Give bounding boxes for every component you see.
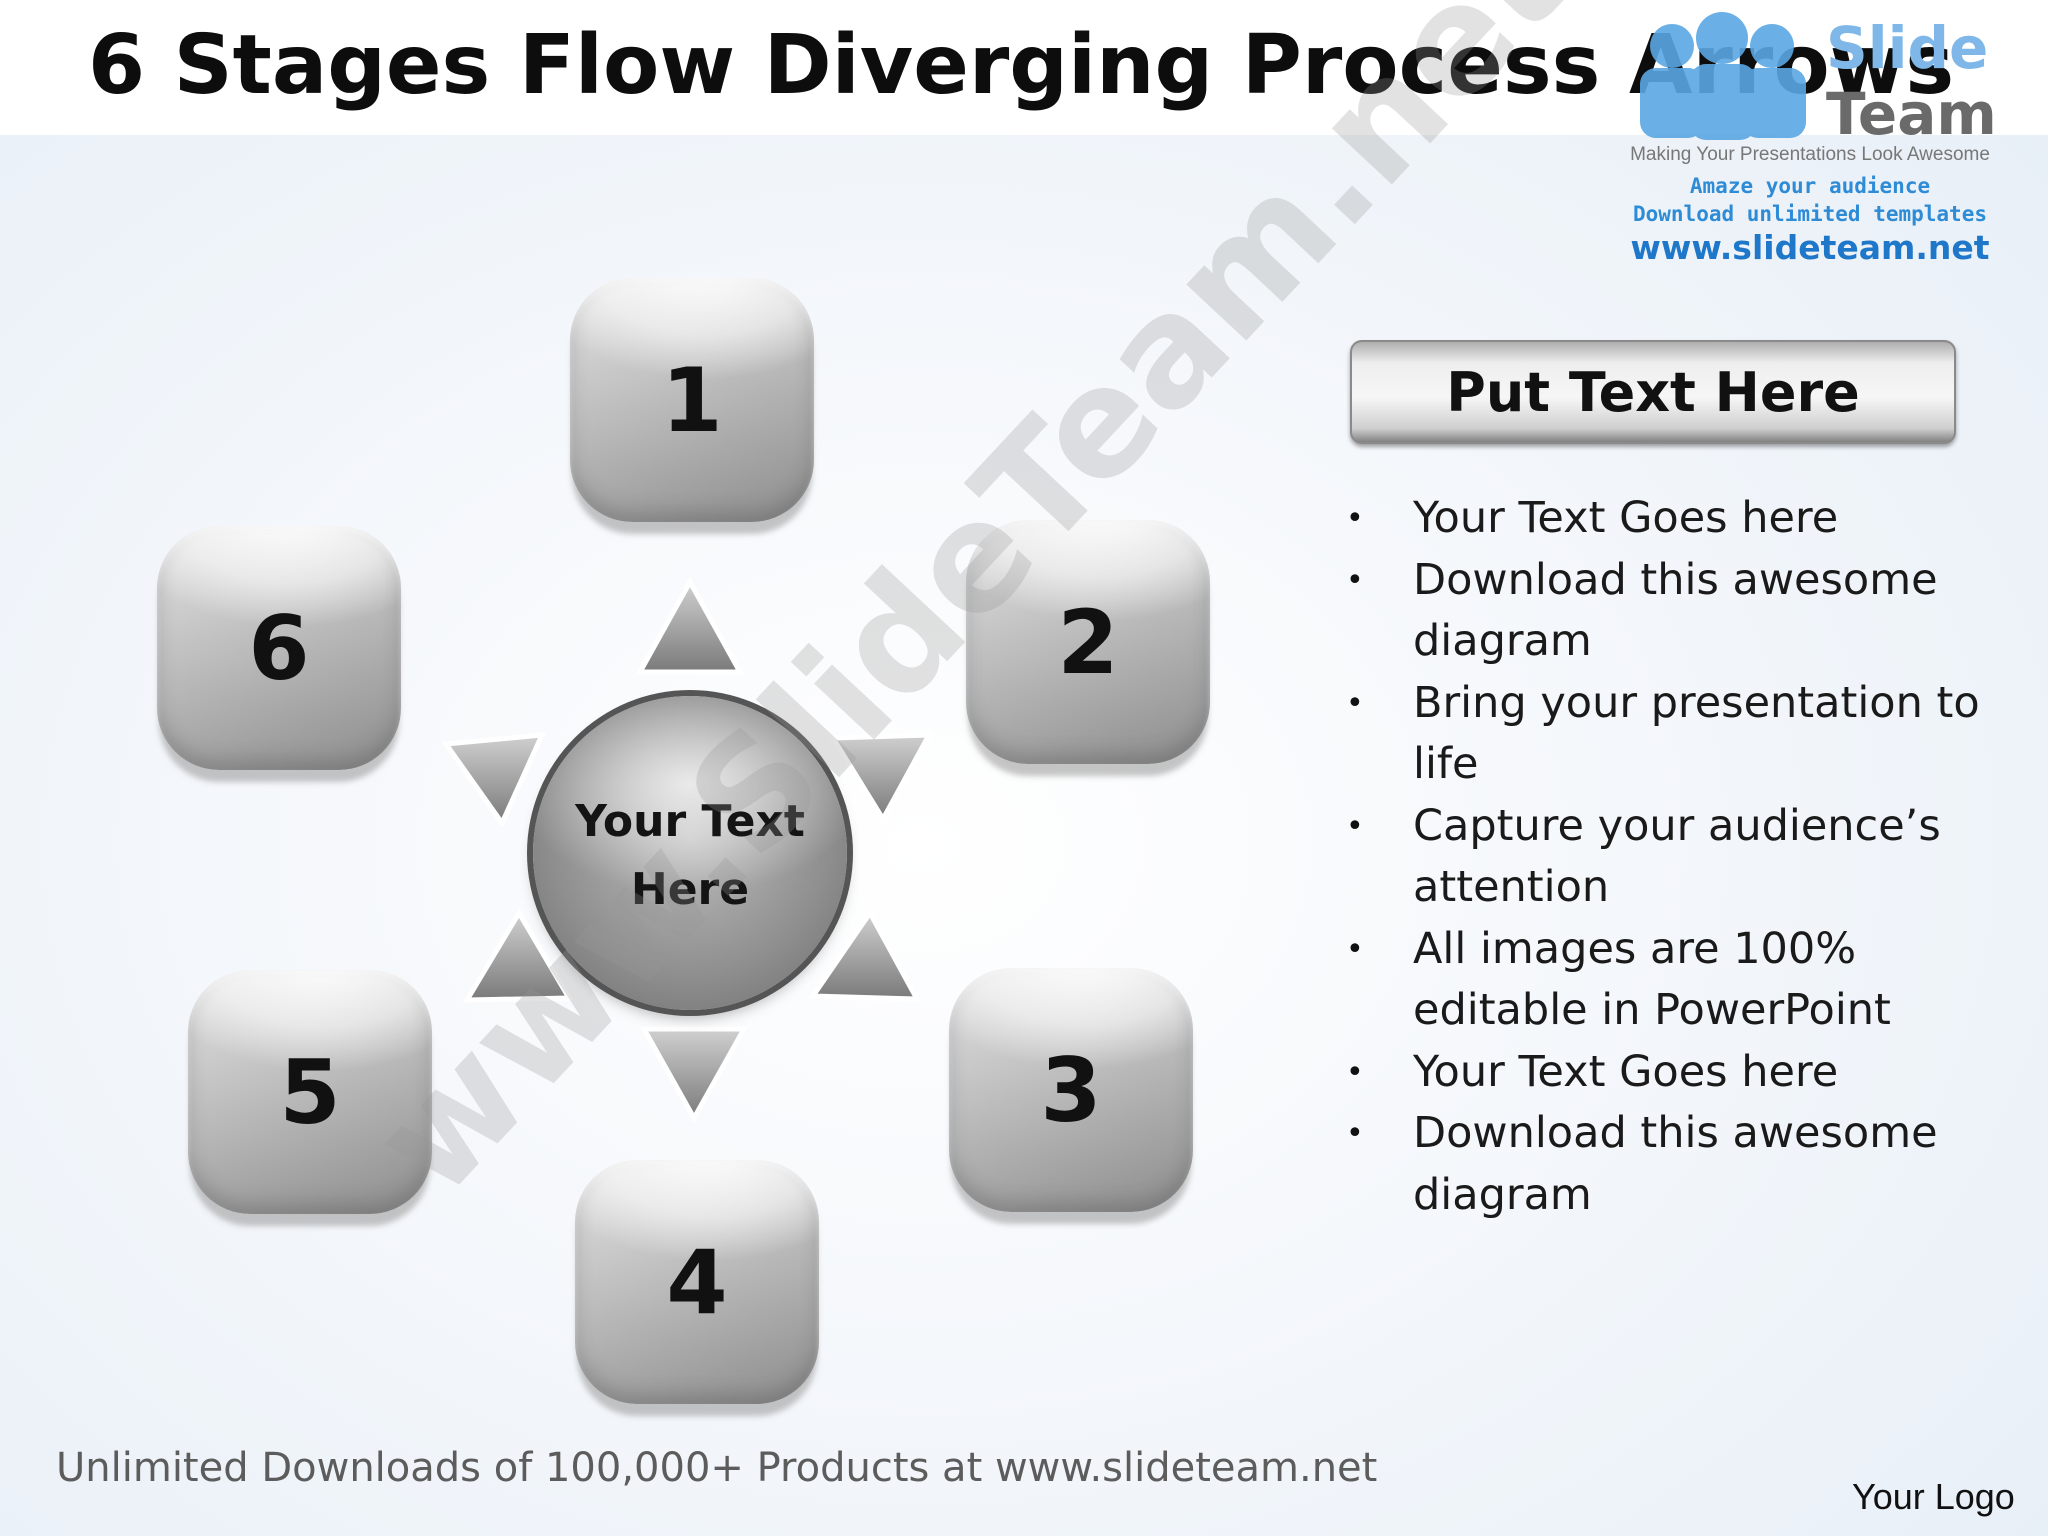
panel-header-text: Put Text Here: [1446, 360, 1860, 424]
stage-1-number: 1: [661, 348, 723, 452]
center-hub-line-1: Your Text: [575, 796, 805, 847]
bullet-dot-icon: •: [1346, 501, 1364, 536]
bullet-dot-icon: •: [1346, 1054, 1364, 1090]
triangle-arrow-icon: [635, 576, 745, 675]
bullet-item: •Your Text Goes here: [1346, 488, 1986, 550]
center-hub-text: Your Text Here: [533, 788, 847, 924]
bullet-dot-icon: •: [1346, 685, 1364, 721]
triangle-arrow-icon: [808, 908, 922, 1002]
bullet-item: •Download this awesome diagram: [1346, 550, 1986, 673]
bullet-item: •All images are 100% editable in PowerPo…: [1346, 919, 1986, 1042]
stage-1-box: 1: [570, 278, 814, 522]
bullet-item: •Capture your audience’s attention: [1346, 796, 1986, 919]
slideteam-logo-icon: Slide Team: [1640, 12, 1997, 146]
stage-5-box: 5: [188, 970, 432, 1214]
svg-text:Slide: Slide: [1826, 14, 1988, 82]
panel-header-box: Put Text Here: [1350, 340, 1956, 444]
triangle-arrow-icon: [441, 732, 547, 828]
stage-5-number: 5: [279, 1040, 341, 1144]
triangle-arrow-icon: [462, 908, 574, 1003]
svg-text:Team: Team: [1826, 80, 1997, 146]
brand-url-link[interactable]: www.slideteam.net: [1630, 228, 1990, 267]
stage-4-box: 4: [575, 1160, 819, 1404]
brand-block: Slide Team Making Your Presentations Loo…: [1600, 6, 2030, 267]
footer-text: Unlimited Downloads of 100,000+ Products…: [56, 1445, 1378, 1491]
stage-4-number: 4: [666, 1230, 728, 1334]
bullet-dot-icon: •: [1346, 808, 1364, 844]
triangle-arrow-icon: [639, 1026, 749, 1124]
stage-3-box: 3: [949, 968, 1193, 1212]
logo-placeholder: Your Logo: [1852, 1476, 2015, 1517]
center-hub-line-2: Here: [630, 864, 750, 915]
stage-6-box: 6: [157, 526, 401, 770]
bullet-dot-icon: •: [1346, 931, 1364, 967]
stage-2-number: 2: [1057, 590, 1119, 694]
bullet-item: •Download this awesome diagram: [1346, 1103, 1986, 1226]
brand-tagline: Making Your Presentations Look Awesome: [1630, 144, 1990, 165]
bullet-item: •Your Text Goes here: [1346, 1042, 1986, 1104]
stage-6-number: 6: [248, 596, 310, 700]
bullet-dot-icon: •: [1346, 1116, 1364, 1151]
bullet-item: •Bring your presentation to life: [1346, 673, 1986, 796]
bullet-dot-icon: •: [1346, 562, 1364, 598]
brand-line-download: Download unlimited templates: [1632, 202, 1987, 226]
brand-line-amaze: Amaze your audience: [1689, 174, 1931, 198]
stage-2-box: 2: [966, 520, 1210, 764]
center-hub: Your Text Here: [533, 696, 847, 1010]
bullet-list: •Your Text Goes here •Download this awes…: [1346, 488, 1986, 1226]
triangle-arrow-icon: [828, 732, 934, 824]
stage-3-number: 3: [1040, 1038, 1102, 1142]
